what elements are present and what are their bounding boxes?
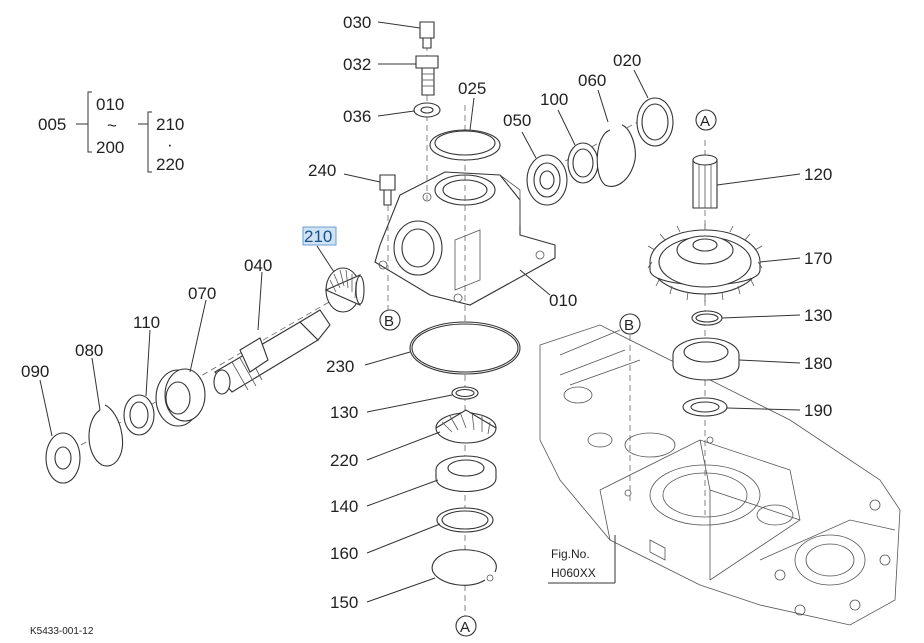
oring-025-drawing	[429, 129, 501, 161]
shim-100-drawing	[567, 142, 599, 184]
fig-no-label: Fig.No.	[551, 547, 590, 561]
part-labels: 030 032 036 025 050 100 060 020 240 210 …	[21, 13, 832, 612]
label-020: 020	[613, 51, 641, 70]
spline-shaft-120-drawing	[692, 154, 718, 209]
label-220: 220	[330, 451, 358, 470]
snap-ring-130a-drawing	[451, 386, 479, 400]
plug-032-drawing	[415, 55, 439, 96]
bearing-050-drawing	[526, 154, 568, 206]
label-030: 030	[343, 13, 371, 32]
label-180: 180	[804, 354, 832, 373]
marker-a-top: A	[700, 113, 710, 130]
label-130-right: 130	[804, 306, 832, 325]
label-050: 050	[503, 111, 531, 130]
label-170: 170	[804, 249, 832, 268]
label-080: 080	[75, 341, 103, 360]
label-160: 160	[330, 544, 358, 563]
bearing-140-drawing	[435, 455, 497, 493]
label-210[interactable]: 210	[304, 227, 332, 246]
snap-ring-060-drawing	[596, 124, 636, 187]
range-tilde: ~	[107, 116, 117, 135]
oring-230-drawing	[409, 321, 521, 375]
label-190: 190	[804, 401, 832, 420]
washer-036-drawing	[413, 102, 441, 118]
snap-ring-080-drawing	[88, 404, 124, 467]
label-130-center: 130	[330, 403, 358, 422]
label-036: 036	[343, 107, 371, 126]
label-070: 070	[188, 284, 216, 303]
label-200-range-end: 200	[96, 138, 124, 157]
snap-ring-130b-drawing	[691, 310, 723, 326]
bevel-gear-220-drawing	[435, 409, 497, 444]
leader-lines	[39, 21, 801, 603]
shim-160-drawing	[436, 507, 494, 533]
label-100: 100	[540, 90, 568, 109]
highlight-210	[302, 226, 337, 246]
label-025: 025	[458, 79, 486, 98]
seal-090-drawing	[45, 432, 81, 484]
bearing-070-drawing	[155, 368, 206, 427]
label-090: 090	[21, 362, 49, 381]
bearing-180-drawing	[672, 337, 740, 381]
label-040: 040	[244, 256, 272, 275]
fig-no-value: H060XX	[551, 566, 596, 580]
label-110: 110	[133, 313, 160, 332]
bolt-240-drawing	[379, 174, 396, 206]
reference-markers: A A B B	[379, 109, 717, 637]
bolt-030-drawing	[419, 21, 435, 49]
label-005: 005	[38, 115, 66, 134]
label-120: 120	[804, 165, 832, 184]
seal-020-drawing	[636, 97, 674, 147]
part-group-bracket: 005 010 ~ 200 210 · 220	[38, 91, 184, 174]
label-210-group: 210	[156, 115, 184, 134]
group-dot: ·	[167, 135, 173, 154]
snap-ring-150-drawing	[431, 549, 497, 586]
shim-190-drawing	[682, 397, 728, 417]
label-140: 140	[330, 497, 358, 516]
marker-b-right: B	[624, 317, 634, 334]
gear-170-drawing	[647, 224, 763, 302]
label-240: 240	[308, 161, 336, 180]
label-032: 032	[343, 55, 371, 74]
shim-110-drawing	[123, 394, 155, 436]
label-220-group: 220	[156, 155, 184, 174]
label-010: 010	[549, 291, 577, 310]
label-150: 150	[330, 593, 358, 612]
label-230: 230	[326, 357, 354, 376]
pinion-shaft-040-drawing	[213, 309, 331, 395]
bevel-pinion-210-drawing	[324, 267, 365, 313]
marker-a-bottom: A	[460, 619, 470, 636]
transmission-casing-drawing	[539, 324, 901, 626]
drawing-id: K5433-001-12	[30, 626, 94, 637]
marker-b-left: B	[384, 313, 394, 330]
label-060: 060	[578, 71, 606, 90]
label-010-range-start: 010	[96, 95, 124, 114]
